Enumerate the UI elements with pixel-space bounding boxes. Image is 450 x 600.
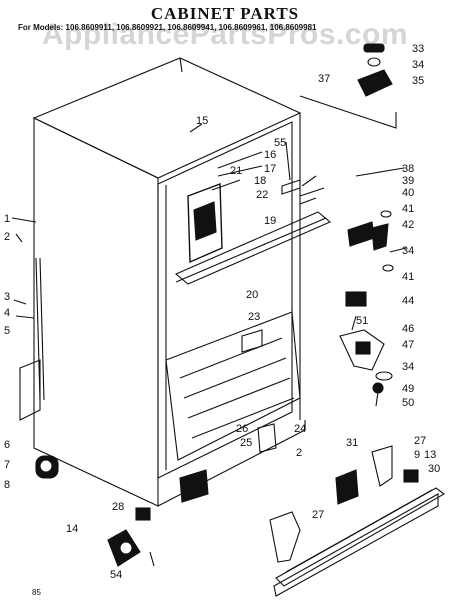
washer-part-41b bbox=[382, 264, 394, 272]
cabinet-front-face bbox=[33, 117, 159, 507]
callout-34b: 34 bbox=[402, 245, 414, 257]
callout-49: 49 bbox=[402, 383, 414, 395]
callout-51: 51 bbox=[356, 315, 368, 327]
callout-37: 37 bbox=[318, 73, 330, 85]
callout-3: 3 bbox=[4, 291, 10, 303]
part-55-label bbox=[281, 179, 301, 195]
callout-4: 4 bbox=[4, 307, 10, 319]
cabinet-top bbox=[32, 57, 302, 179]
hinge-part-42 bbox=[371, 223, 389, 251]
callout-15: 15 bbox=[196, 115, 208, 127]
callout-8: 8 bbox=[4, 479, 10, 491]
callout-7: 7 bbox=[4, 459, 10, 471]
callout-38: 38 bbox=[402, 163, 414, 175]
callout-44: 44 bbox=[402, 295, 414, 307]
callout-24: 24 bbox=[294, 423, 306, 435]
hinge-part-40 bbox=[347, 221, 375, 247]
callout-16: 16 bbox=[264, 149, 276, 161]
callout-2a: 2 bbox=[4, 231, 10, 243]
callout-46: 46 bbox=[402, 323, 414, 335]
callout-21: 21 bbox=[230, 165, 242, 177]
callout-42: 42 bbox=[402, 219, 414, 231]
screw-part-54 bbox=[149, 551, 155, 567]
part-5-cover bbox=[19, 359, 41, 421]
part-23-bracket bbox=[241, 329, 263, 353]
callout-25: 25 bbox=[240, 437, 252, 449]
callout-1: 1 bbox=[4, 213, 10, 225]
hinge-part-31 bbox=[335, 469, 359, 505]
hinge-part-27b bbox=[371, 445, 393, 487]
callout-6: 6 bbox=[4, 439, 10, 451]
callout-54: 54 bbox=[110, 569, 122, 581]
callout-28: 28 bbox=[112, 501, 124, 513]
callout-17: 17 bbox=[264, 163, 276, 175]
callout-27a: 27 bbox=[414, 435, 426, 447]
callout-41a: 41 bbox=[402, 203, 414, 215]
callout-30: 30 bbox=[428, 463, 440, 475]
hinge-part-47 bbox=[339, 329, 385, 371]
callout-14: 14 bbox=[66, 523, 78, 535]
part-13 bbox=[403, 469, 419, 483]
callout-40: 40 bbox=[402, 187, 414, 199]
screw-part-34 bbox=[375, 371, 393, 381]
callout-33: 33 bbox=[412, 43, 424, 55]
callout-35: 35 bbox=[412, 75, 424, 87]
page-title: CABINET PARTS bbox=[150, 4, 300, 23]
callout-23: 23 bbox=[248, 311, 260, 323]
callout-19: 19 bbox=[264, 215, 276, 227]
hinge-pin-part-34 bbox=[367, 57, 381, 67]
callout-labels: 33 34 35 37 15 55 16 17 21 18 22 19 38 3… bbox=[4, 43, 440, 581]
callout-55: 55 bbox=[274, 137, 286, 149]
leg-part-26 bbox=[179, 469, 209, 503]
divider-rail bbox=[174, 211, 332, 285]
callout-39: 39 bbox=[402, 175, 414, 187]
callout-2b: 2 bbox=[296, 447, 302, 459]
bolt-part-49 bbox=[372, 382, 384, 394]
hinge-top-part-33 bbox=[363, 43, 385, 53]
callout-5: 5 bbox=[4, 325, 10, 337]
screw-part-50 bbox=[375, 391, 379, 407]
callout-20: 20 bbox=[246, 289, 258, 301]
callout-27b: 27 bbox=[312, 509, 324, 521]
callout-9: 9 bbox=[414, 449, 420, 461]
part-4-rod bbox=[35, 257, 41, 401]
control-housing bbox=[187, 183, 223, 264]
callout-50: 50 bbox=[402, 397, 414, 409]
callout-18: 18 bbox=[254, 175, 266, 187]
model-list: For Models: 106.8609911, 106.8609921, 10… bbox=[18, 23, 317, 32]
callout-22: 22 bbox=[256, 189, 268, 201]
callout-34a: 34 bbox=[412, 59, 424, 71]
callout-31: 31 bbox=[346, 437, 358, 449]
hinge-bracket-part-35 bbox=[357, 69, 393, 97]
page-code: 85 bbox=[32, 588, 41, 597]
callout-47: 47 bbox=[402, 339, 414, 351]
hinge-part-27 bbox=[269, 511, 301, 563]
cabinet-floor bbox=[165, 311, 301, 461]
callout-13: 13 bbox=[424, 449, 436, 461]
callout-34c: 34 bbox=[402, 361, 414, 373]
washer-part-41 bbox=[380, 210, 392, 218]
cabinet-drawing bbox=[11, 43, 445, 597]
bracket-part-24 bbox=[257, 423, 277, 453]
callout-41b: 41 bbox=[402, 271, 414, 283]
part-28-clip bbox=[135, 507, 151, 521]
cabinet-liner bbox=[157, 121, 293, 479]
callout-26: 26 bbox=[236, 423, 248, 435]
hinge-part-44 bbox=[345, 291, 367, 307]
